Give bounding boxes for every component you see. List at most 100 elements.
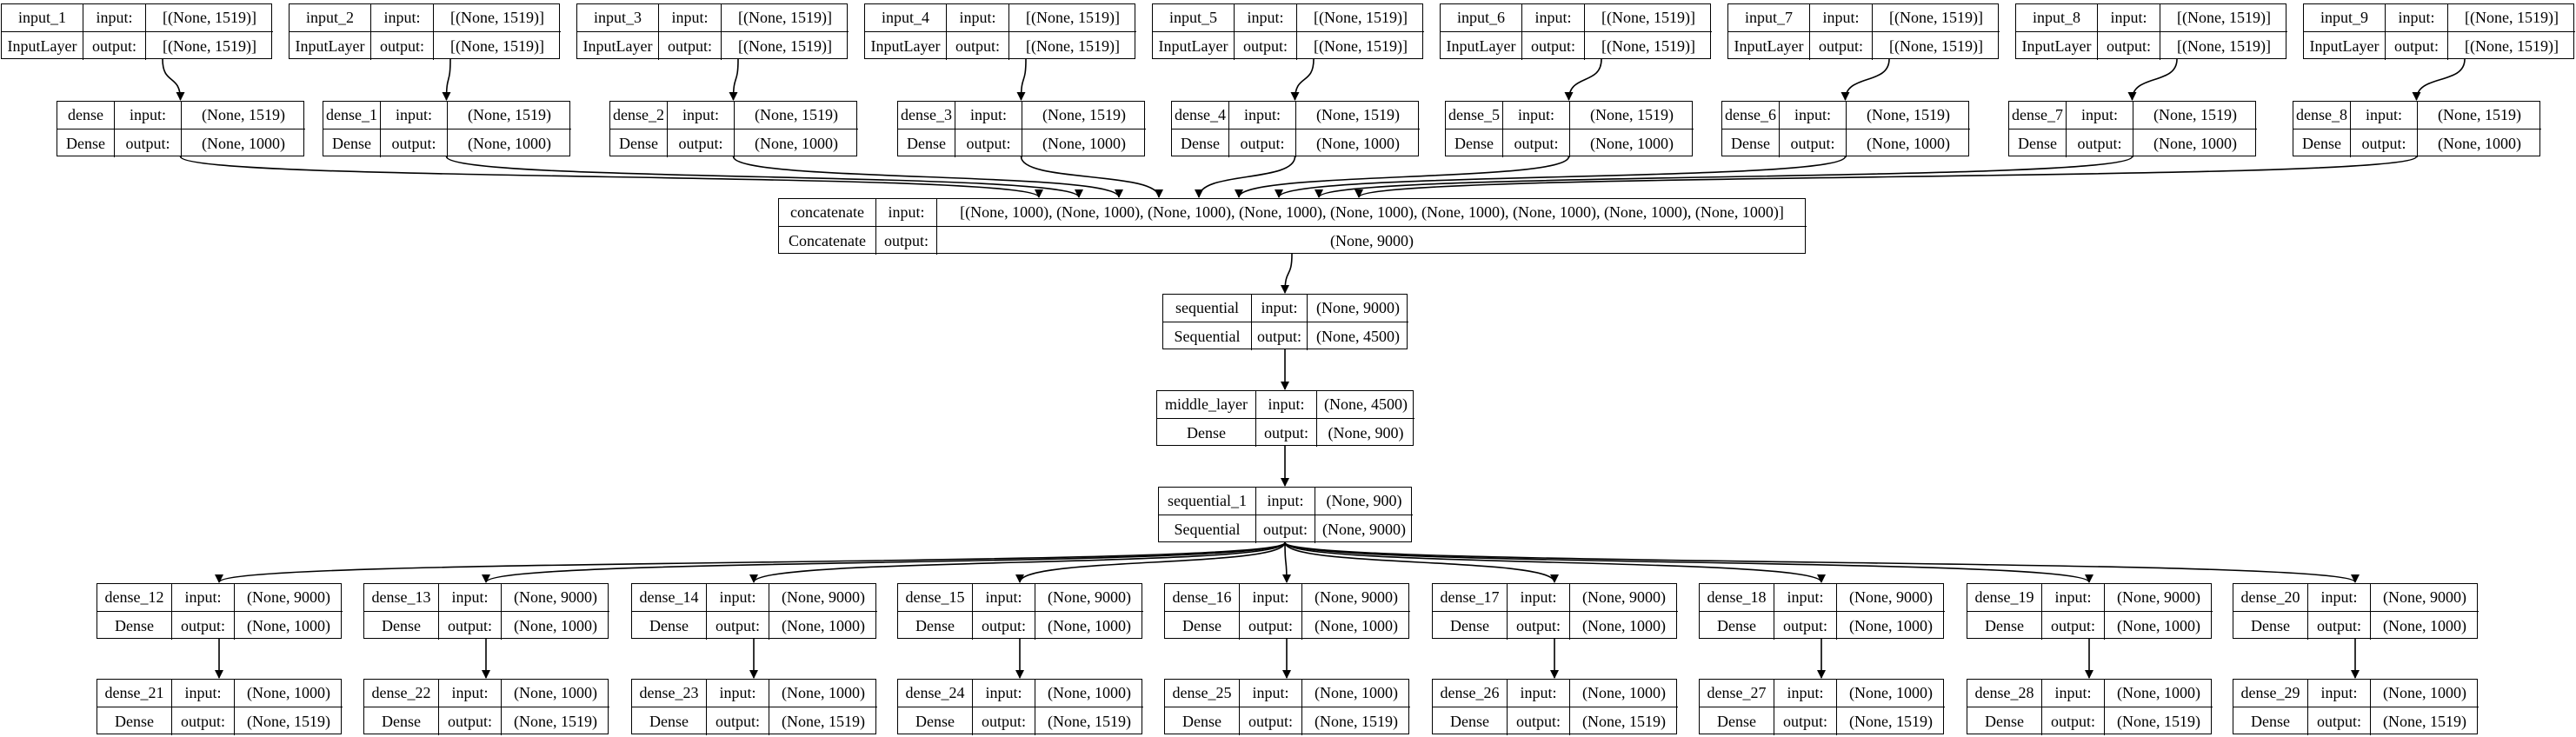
layer-type: InputLayer [290, 32, 371, 60]
layer-name: dense_5 [1446, 102, 1503, 129]
input-shape: [(None, 1519)] [1297, 4, 1424, 32]
layer-type: Dense [1967, 707, 2042, 735]
output-shape: (None, 9000) [1322, 520, 1406, 538]
output-label: output: [2042, 707, 2105, 735]
layer-type: Dense [1722, 129, 1780, 157]
layer-name: dense_13 [364, 584, 439, 612]
output-label: output: [955, 129, 1022, 157]
layer-type: InputLayer [865, 32, 947, 60]
output-shape: [(None, 1519)] [1889, 37, 1983, 55]
layer-name: dense_4 [1172, 102, 1229, 129]
output-shape: [(None, 1519)] [738, 37, 832, 55]
edge-dense-3-to-concatenate [1020, 156, 1163, 198]
layer-type: Dense [1433, 707, 1508, 735]
layer-type: Dense [364, 707, 439, 735]
edge-sequential-1-to-dense-17 [1284, 541, 1559, 583]
input-label: input: [2386, 4, 2448, 32]
output-label: output: [947, 32, 1009, 60]
output-label: output: [1235, 32, 1297, 60]
layer-name: sequential [1163, 295, 1252, 322]
output-shape: (None, 1000) [2383, 616, 2466, 634]
output-label: output: [2098, 32, 2160, 60]
output-shape: [(None, 1519)] [2177, 37, 2271, 55]
layer-type: InputLayer [1153, 32, 1235, 60]
input-shape: [(None, 1519)] [434, 4, 561, 32]
output-label: output: [2386, 32, 2448, 60]
input-label: input: [1780, 102, 1847, 129]
output-label: output: [2351, 129, 2418, 157]
input-shape: (None, 9000) [769, 584, 877, 612]
output-label: output: [2067, 129, 2133, 157]
edge-dense-5-to-concatenate [1235, 156, 1570, 198]
edge-sequential-1-to-dense-13 [482, 541, 1286, 583]
output-shape: (None, 1519) [1849, 712, 1933, 730]
output-label: output: [172, 707, 235, 735]
output-shape: (None, 1000) [1042, 134, 1126, 152]
layer-type: Dense [1967, 612, 2042, 640]
output-label: output: [83, 32, 146, 60]
layer-name: input_8 [2016, 4, 2098, 32]
layer-type: Dense [1700, 612, 1774, 640]
input-label: input: [1256, 488, 1315, 515]
output-label: output: [439, 707, 502, 735]
input-shape: (None, 900) [1315, 488, 1413, 515]
output-label: output: [2308, 707, 2371, 735]
layer-type: Dense [97, 707, 172, 735]
layer-name: dense_20 [2233, 584, 2308, 612]
output-label: output: [1256, 515, 1315, 543]
input-label: input: [1774, 680, 1837, 707]
input-label: input: [955, 102, 1022, 129]
layer-type: InputLayer [1441, 32, 1522, 60]
output-shape: (None, 1519) [782, 712, 865, 730]
layer-name: dense_29 [2233, 680, 2308, 707]
output-shape: (None, 1000) [2153, 134, 2237, 152]
layer-type: Dense [1433, 612, 1508, 640]
layer-name: dense_7 [2009, 102, 2067, 129]
output-label: output: [659, 32, 722, 60]
input-label: input: [1810, 4, 1873, 32]
output-shape: [(None, 1519)] [450, 37, 544, 55]
input-shape: (None, 9000) [2371, 584, 2479, 612]
output-label: output: [1780, 129, 1847, 157]
input-label: input: [439, 680, 502, 707]
input-shape: (None, 1000) [235, 680, 343, 707]
layer-type: Dense [610, 129, 668, 157]
input-label: input: [1522, 4, 1585, 32]
input-label: input: [1508, 584, 1570, 612]
edge-input-8-to-dense-7 [2127, 58, 2178, 101]
input-shape: (None, 1519) [1847, 102, 1970, 129]
output-label: output: [876, 227, 937, 255]
output-label: output: [2042, 612, 2105, 640]
input-shape: (None, 9000) [502, 584, 609, 612]
input-shape: [(None, 1519)] [722, 4, 849, 32]
input-shape: (None, 1000) [1837, 680, 1945, 707]
input-label: input: [2308, 584, 2371, 612]
output-label: output: [2308, 612, 2371, 640]
input-shape: (None, 9000) [1308, 295, 1408, 322]
output-label: output: [1229, 129, 1296, 157]
layer-type: Dense [2233, 612, 2308, 640]
layer-name: middle_layer [1157, 391, 1256, 419]
layer-name: dense_23 [632, 680, 707, 707]
edge-dense-1-to-concatenate [445, 156, 1083, 198]
input-shape: [(None, 1000), (None, 1000), (None, 1000… [937, 199, 1807, 227]
edge-input-6-to-dense-5 [1564, 58, 1602, 101]
edge-sequential-1-to-dense-16 [1281, 541, 1291, 583]
layer-type: Dense [1700, 707, 1774, 735]
output-shape: [(None, 1519)] [1314, 37, 1408, 55]
layer-name: input_2 [290, 4, 371, 32]
input-shape: (None, 9000) [235, 584, 343, 612]
input-shape: [(None, 1519)] [1873, 4, 2000, 32]
edge-concatenate-to-sequential [1281, 253, 1293, 294]
